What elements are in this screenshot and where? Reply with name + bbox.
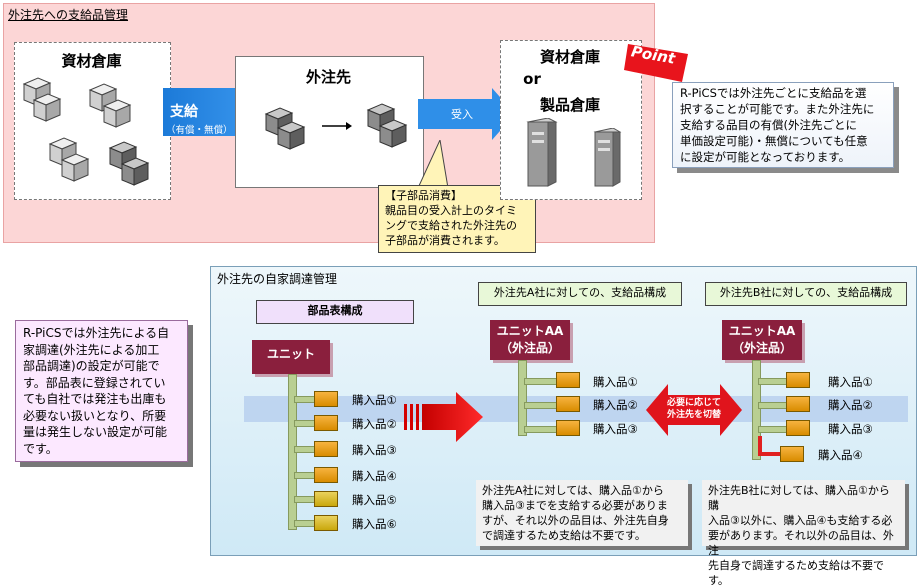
self-procure-note-line: 家調達(外注先による加工 xyxy=(23,342,160,357)
point-note-line: 支給する品目の有償(外注先ごとに xyxy=(680,118,857,132)
self-procure-note-line: ても自社では発注も出庫も xyxy=(23,392,167,406)
unit-aa-sublabel: （外注品） xyxy=(731,341,792,355)
self-procure-note-line: 量は発生しない設定が可能 xyxy=(23,425,168,439)
company-a-header: 外注先A社に対しての、支給品構成 xyxy=(478,282,682,306)
destination-label-1: 資材倉庫 xyxy=(539,48,600,66)
self-procure-note-line: R-PiCSでは外注先による自 xyxy=(23,326,170,340)
part-icon xyxy=(556,372,580,388)
cube-icon xyxy=(102,99,132,128)
self-procure-note: R-PiCSでは外注先による自 家調達(外注先による加工 部品調達)の設定が可能… xyxy=(15,320,188,462)
unit-aa-label: ユニットAA xyxy=(728,324,796,338)
cube-icon xyxy=(120,157,150,186)
supply-section-title: 外注先への支給品管理 xyxy=(8,8,129,22)
cube-icon xyxy=(32,93,62,122)
unit-aa-box-a: ユニットAA （外注品） xyxy=(490,320,570,360)
self-procure-note-line: す。部品表に登録されてい xyxy=(23,375,166,390)
self-procure-note-line: 必要ない扱いとなり、所要 xyxy=(23,408,167,423)
part-icon xyxy=(556,396,580,412)
callout-line: ングで支給された外注先の xyxy=(385,219,517,232)
server-rack-icon xyxy=(593,128,622,187)
red-arrow xyxy=(404,392,483,442)
company-a-note: 外注先A社に対しては、購入品①から 購入品③までを支給する必要がありま すが、そ… xyxy=(476,480,688,546)
company-a-note-line: すが、それ以外の品目は、外注先自身 xyxy=(482,514,669,527)
callout-line: 子部品が消費されます。 xyxy=(385,234,505,247)
company-b-part-label: 購入品① xyxy=(828,375,873,389)
switch-label-line: 必要に応じて xyxy=(666,398,721,408)
callout-line: 親品目の受入計上のタイミ xyxy=(385,204,517,217)
self-procure-note-line: です。 xyxy=(23,441,58,456)
bom-header: 部品表構成 xyxy=(256,300,414,324)
supply-arrow-sublabel: （有償・無償） xyxy=(166,125,233,136)
point-badge xyxy=(624,44,688,82)
company-b-header: 外注先B社に対しての、支給品構成 xyxy=(705,282,907,306)
company-a-note-line: 外注先A社に対しては、購入品①から xyxy=(482,484,664,497)
company-b-part-label: 購入品③ xyxy=(828,422,873,436)
part-icon xyxy=(314,491,338,507)
destination-label-or: or xyxy=(523,70,541,88)
company-a-note-line: 購入品③までを支給する必要がありま xyxy=(482,499,668,512)
company-b-extra-stem xyxy=(758,436,762,456)
callout-pointer xyxy=(417,140,449,189)
bom-part-label: 購入品④ xyxy=(352,469,397,483)
company-b-stem xyxy=(752,360,761,460)
bom-part-label: 購入品⑤ xyxy=(352,493,397,507)
company-b-part-label: 購入品② xyxy=(828,398,873,412)
company-b-note-line: 入品③以外に、購入品④も支給する必 xyxy=(708,514,893,527)
point-note-line: 択することが可能です。また外注先に xyxy=(680,102,875,116)
source-warehouse-label: 資材倉庫 xyxy=(61,52,122,70)
point-note-line: R-PiCSでは外注先ごとに支給品を選 xyxy=(680,86,867,100)
company-a-stem xyxy=(518,360,527,436)
part-icon xyxy=(780,446,804,462)
destination-label-2: 製品倉庫 xyxy=(539,96,600,114)
callout-line: 【子部品消費】 xyxy=(385,189,462,202)
company-b-part-label: 購入品④ xyxy=(818,448,863,462)
point-note-line: に設定が可能となっております。 xyxy=(680,150,851,164)
part-icon xyxy=(786,396,810,412)
bom-part-label: 購入品③ xyxy=(352,443,397,457)
server-rack-icon xyxy=(526,118,558,187)
part-icon xyxy=(314,441,338,457)
cube-icon xyxy=(60,153,90,182)
self-procure-note-line: 部品調達)の設定が可能で xyxy=(23,359,160,373)
point-note-line: 単価設定可能)・無償についても任意 xyxy=(680,134,868,148)
bom-part-label: 購入品② xyxy=(352,417,397,431)
company-b-note-line: 外注先B社に対しては、購入品①から購 xyxy=(708,484,890,512)
cube-icon xyxy=(378,119,408,148)
arrow-right-icon xyxy=(322,122,352,130)
part-icon xyxy=(314,391,338,407)
part-icon xyxy=(314,415,338,431)
company-a-part-label: 購入品② xyxy=(593,398,638,412)
self-procure-title: 外注先の自家調達管理 xyxy=(217,272,338,286)
bom-part-label: 購入品⑥ xyxy=(352,517,397,531)
switch-label: 必要に応じて 外注先を切替 xyxy=(646,397,742,421)
receive-arrow xyxy=(418,88,515,140)
company-b-note: 外注先B社に対しては、購入品①から購 入品③以外に、購入品④も支給する必 要があ… xyxy=(702,480,905,587)
unit-aa-sublabel: （外注品） xyxy=(499,341,560,355)
subcontractor-label: 外注先 xyxy=(305,68,351,86)
company-a-note-line: で調達するため支給は不要です。 xyxy=(482,529,646,542)
unit-box: ユニット xyxy=(252,340,330,374)
part-icon xyxy=(556,420,580,436)
company-a-part-label: 購入品③ xyxy=(593,422,638,436)
unit-aa-label: ユニットAA xyxy=(496,324,564,338)
part-icon xyxy=(786,420,810,436)
company-b-extra-branch xyxy=(758,452,782,456)
cube-icon xyxy=(276,121,306,150)
company-b-note-line: 要があります。それ以外の品目は、外注 xyxy=(708,529,894,557)
point-note: R-PiCSでは外注先ごとに支給品を選 択することが可能です。また外注先に 支給… xyxy=(672,82,894,168)
company-a-part-label: 購入品① xyxy=(593,375,638,389)
part-icon xyxy=(314,467,338,483)
bom-part-label: 購入品① xyxy=(352,393,397,407)
part-icon xyxy=(314,515,338,531)
company-b-note-line: 先自身で調達するため支給は不要です。 xyxy=(708,559,884,587)
part-icon xyxy=(786,372,810,388)
unit-aa-box-b: ユニットAA （外注品） xyxy=(722,320,802,360)
switch-label-line: 外注先を切替 xyxy=(666,410,721,420)
supply-arrow-label: 支給 xyxy=(170,104,198,120)
switch-double-arrow xyxy=(646,384,742,436)
receive-arrow-label: 受入 xyxy=(451,108,473,121)
